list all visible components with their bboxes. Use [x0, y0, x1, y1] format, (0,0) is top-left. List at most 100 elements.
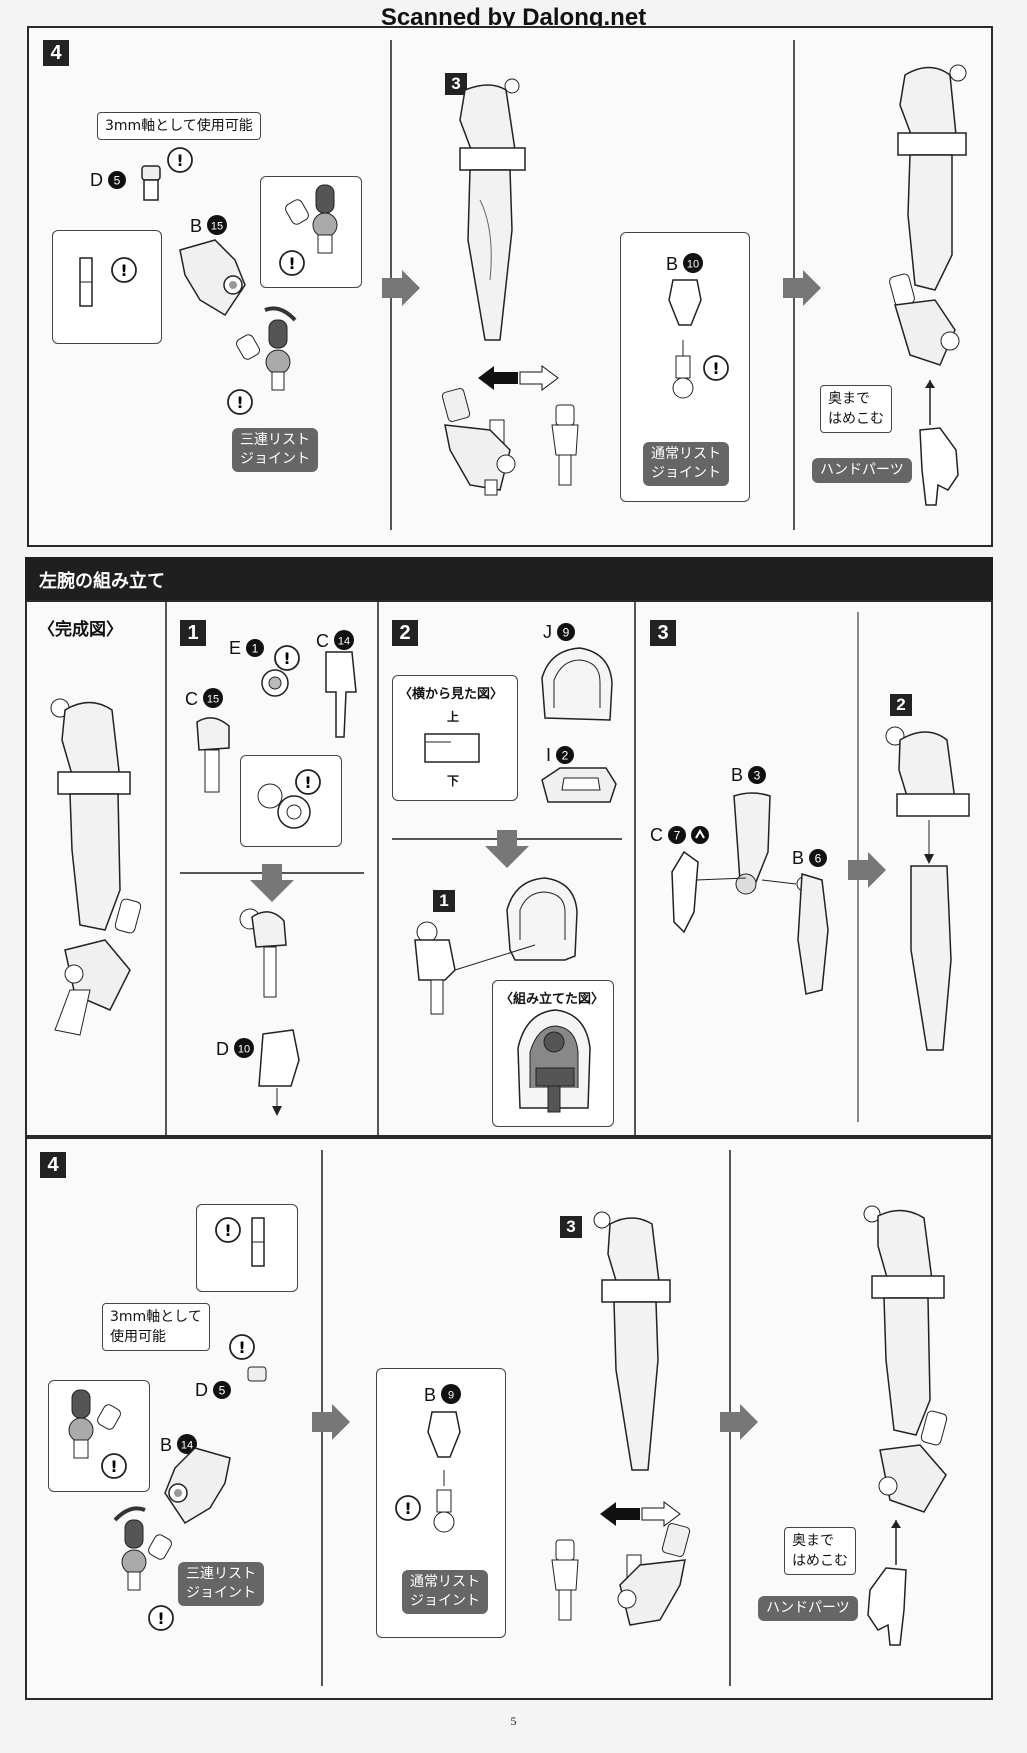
upper-arm-assembled [239, 908, 287, 998]
triple-joint-part: ! [113, 1506, 174, 1631]
page-number: 5 [510, 1714, 517, 1728]
callout-3mm-shaft: 3mm軸として 使用可能 [102, 1303, 210, 1351]
tag-triple-wrist-joint: 三連リスト ジョイント [232, 428, 318, 472]
tag-normal-wrist-joint: 通常リスト ジョイント [402, 1570, 488, 1614]
num-9: 9 [563, 626, 570, 640]
side-view-bottom: 下 [447, 774, 460, 788]
svg-text:!: ! [236, 393, 243, 412]
part-label-e1: E 1 [229, 638, 265, 659]
hand-part [919, 380, 959, 506]
part-label-i2: I 2 [546, 745, 575, 766]
cut-icon [691, 826, 710, 844]
step-badge-1: 1 [433, 890, 455, 912]
triple-joint-detail: ! [68, 1389, 127, 1479]
joint-balloon [260, 176, 362, 288]
detail-balloon [52, 230, 162, 344]
part-label-b10: B 10 [666, 253, 704, 275]
forearm-left-plate [671, 850, 747, 934]
finished-arm [863, 1205, 948, 1513]
completed-figure-label: 〈完成図〉 [38, 620, 123, 639]
svg-text:!: ! [404, 1499, 411, 1518]
triple-joint-part: ! [227, 306, 297, 415]
num-6: 6 [815, 852, 822, 866]
part-label-b6: B 6 [792, 848, 828, 869]
svg-text:!: ! [157, 1609, 164, 1628]
svg-text:!: ! [304, 773, 311, 792]
svg-text:!: ! [176, 151, 183, 170]
elbow-cap-part [258, 1029, 300, 1116]
num-10: 10 [238, 1044, 250, 1056]
down-arrow [485, 830, 529, 868]
num-2: 2 [562, 749, 569, 763]
part-label-d5: D 5 [195, 1380, 232, 1401]
wrist-block-part [164, 1447, 231, 1525]
ball-joint-part: ! [672, 340, 729, 399]
part-label-b15: B 15 [190, 215, 228, 237]
upper-arm-part [196, 717, 230, 793]
part-label-d10: D 10 [216, 1038, 255, 1060]
elbow-bracket-part [325, 651, 357, 738]
step-number-4: 4 [40, 1152, 66, 1178]
svg-text:!: ! [120, 261, 127, 280]
svg-text:!: ! [712, 359, 719, 378]
step-badge-2: 2 [890, 694, 912, 716]
svg-text:!: ! [288, 254, 295, 273]
assembled-detail [517, 1009, 591, 1113]
step-number-3: 3 [650, 620, 676, 646]
callout-push-in: 奥まで はめこむ [820, 385, 892, 433]
shoulder-shell-part [541, 647, 613, 721]
joint-balloon [48, 1380, 150, 1492]
part-label-b14: B 14 [160, 1434, 198, 1456]
joint-pin-part: ! [141, 147, 193, 201]
completed-left-arm [50, 698, 142, 1036]
ring-part: ! [261, 645, 300, 697]
pin-detail-balloon [196, 1204, 298, 1292]
ball-joint-part: ! [395, 1470, 455, 1533]
pin-detail: ! [79, 257, 137, 307]
forearm-core-part [733, 792, 771, 895]
tag-hand-parts: ハンドパーツ [812, 458, 912, 483]
side-view-title: 〈横から見た図〉 [399, 687, 504, 702]
shoulder-base-part [541, 767, 617, 803]
joint-pin-part: ! [229, 1334, 267, 1382]
part-label-b9: B 9 [424, 1384, 462, 1406]
ring-detail: ! [257, 769, 321, 829]
assembled-view-title: 〈組み立てた図〉 [500, 992, 605, 1007]
wrist-cap-part [427, 1411, 461, 1458]
num-1: 1 [252, 642, 259, 656]
next-arrow [783, 270, 821, 306]
arm-assembly [593, 1211, 671, 1471]
part-label-c7: C 7 [650, 825, 710, 846]
num-7: 7 [674, 829, 681, 843]
step-number-1: 1 [180, 620, 206, 646]
down-arrow [250, 864, 294, 902]
normal-joint-part [551, 1539, 579, 1621]
svg-text:!: ! [110, 1457, 117, 1476]
part-label-c14: C 14 [316, 630, 355, 652]
part-label-b3: B 3 [731, 765, 767, 786]
section-header: 左腕の組み立て [25, 557, 993, 601]
wrist-block-part [617, 1523, 691, 1626]
tag-triple-wrist-joint: 三連リスト ジョイント [178, 1562, 264, 1606]
normal-joint-part [551, 404, 579, 486]
num-15: 15 [207, 694, 219, 706]
pin-detail: ! [215, 1217, 265, 1267]
part-label-d5: D 5 [90, 170, 127, 191]
num-15: 15 [211, 221, 223, 233]
side-view-shape [424, 733, 480, 763]
step-number-2: 2 [392, 620, 418, 646]
wrist-block-part [441, 388, 516, 496]
tag-hand-parts: ハンドパーツ [758, 1596, 858, 1621]
num-3: 3 [754, 769, 761, 783]
svg-text:!: ! [238, 1338, 245, 1357]
finished-arm [889, 64, 967, 366]
direction-arrows [478, 365, 559, 391]
callout-push-in: 奥まで はめこむ [784, 1527, 856, 1575]
step-number: 4 [43, 40, 69, 66]
direction-arrows [600, 1501, 681, 1527]
section-title: 左腕の組み立て [39, 571, 165, 592]
num-14: 14 [181, 1440, 193, 1452]
num-14: 14 [338, 636, 350, 648]
forearm-assembly [885, 726, 970, 1051]
num-5: 5 [219, 1384, 226, 1398]
